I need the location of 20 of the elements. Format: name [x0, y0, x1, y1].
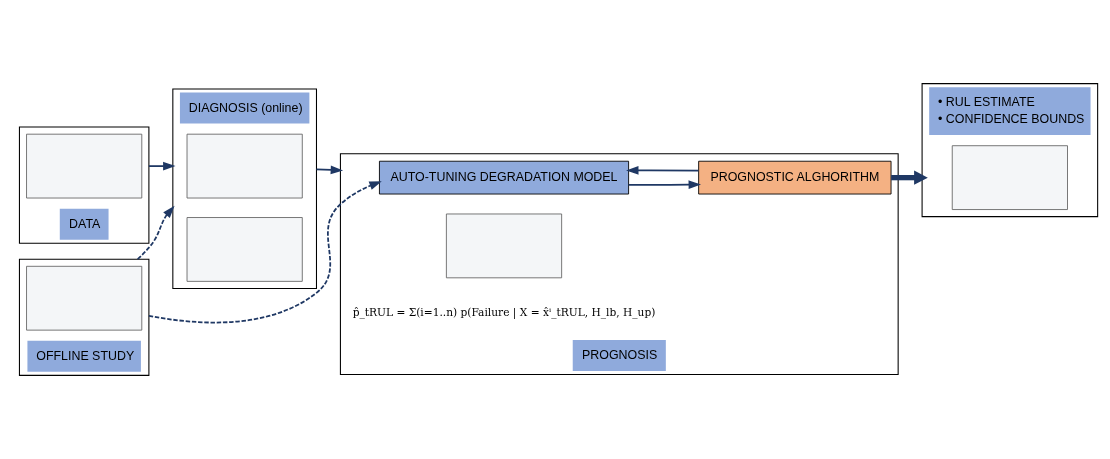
node-box: AUTO-TUNING DEGRADATION MODEL [379, 160, 630, 195]
arrow [315, 165, 344, 175]
node-box [186, 217, 303, 282]
node-box: PROGNOSTIC ALGHORITHM [698, 160, 892, 195]
node-box [445, 213, 563, 279]
arrow [136, 205, 175, 261]
cluster: DATA [18, 126, 150, 244]
cluster: DIAGNOSIS (online) [172, 88, 317, 289]
node-box [26, 133, 143, 199]
arrow [627, 180, 701, 190]
arrow [148, 181, 382, 324]
arrow [626, 165, 700, 175]
arrow [148, 161, 176, 171]
node-box [26, 265, 143, 331]
arrow [891, 170, 928, 185]
node-box [186, 133, 303, 199]
cluster: • RUL ESTIMATE • CONFIDENCE BOUNDS [921, 83, 1099, 218]
label: p̂_tRUL = Σ(i=1..n) p(Failure | X = x̂ⁱ_tRUL, H_lb, H_up) [352, 306, 656, 320]
cluster: OFFLINE STUDY [18, 258, 150, 376]
node-box [951, 145, 1068, 210]
